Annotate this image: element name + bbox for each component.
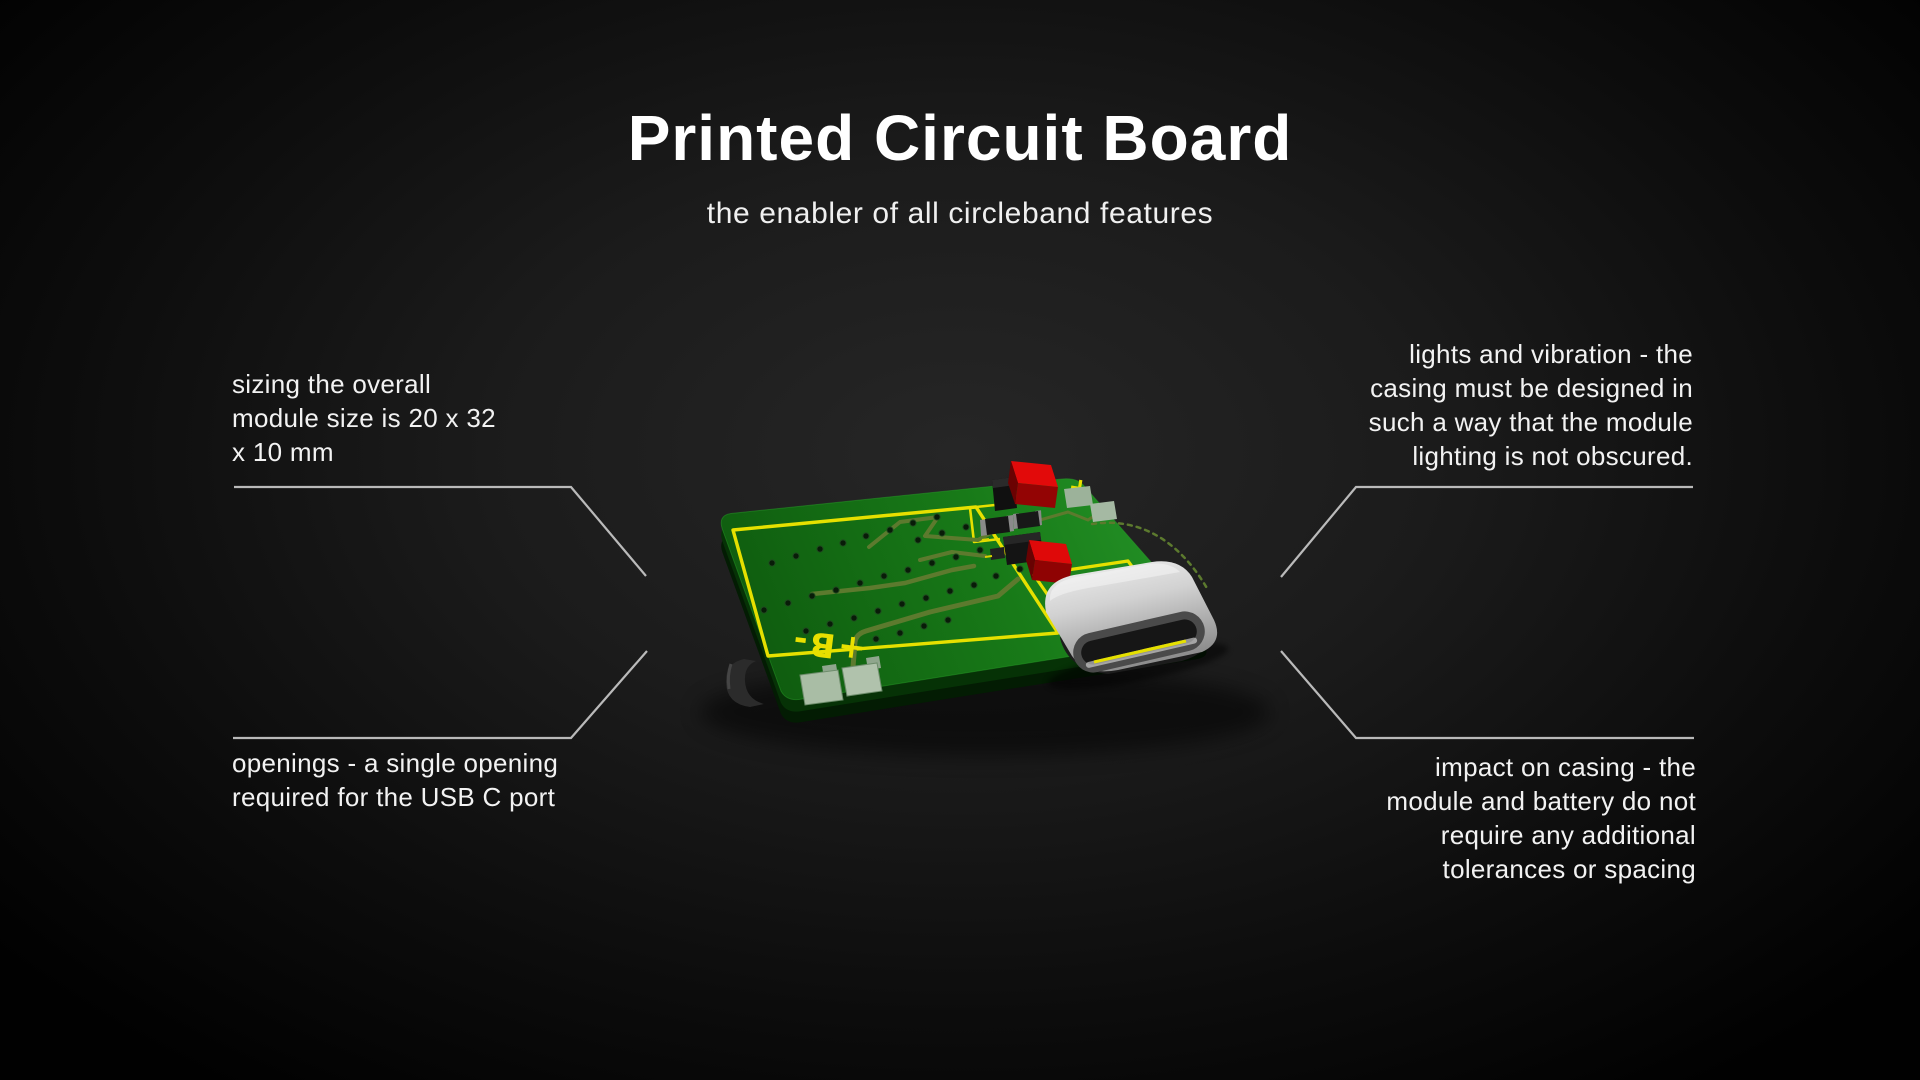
leader-line-top-right: [1280, 485, 1693, 578]
via-dot: [922, 594, 930, 602]
via-dot: [909, 519, 917, 527]
via-dot: [808, 592, 816, 600]
battery-pad-1: [799, 669, 844, 706]
annotation-lights-vibration: lights and vibration - the casing must b…: [1368, 339, 1693, 471]
silkscreen-usb-front: [1093, 639, 1187, 664]
leader-line-bottom-right: [1280, 650, 1694, 740]
annotation-impact-casing: impact on casing - the module and batter…: [1386, 752, 1696, 884]
via-dot: [904, 566, 912, 574]
via-dot: [802, 627, 810, 635]
ref-mark: [981, 538, 990, 541]
pcb-render: +B- +: [700, 461, 1270, 756]
battery-pad-2: [841, 662, 883, 697]
slide-subtitle: the enabler of all circleband features: [706, 197, 1214, 230]
usb-port-opening: [1081, 619, 1197, 665]
ref-mark: [984, 555, 993, 558]
smd-chip: [990, 547, 1005, 560]
via-dot: [839, 539, 847, 547]
tactile-switch-2: [1003, 532, 1072, 584]
pcb-chips: [980, 510, 1042, 560]
leader-line-top-left: [234, 485, 647, 577]
via-dot: [856, 579, 864, 587]
silkscreen-trace-2: [968, 507, 1001, 544]
via-dot: [933, 513, 941, 521]
via-dot: [848, 642, 856, 650]
via-dot: [792, 552, 800, 560]
via-dot: [928, 559, 936, 567]
via-dot: [886, 526, 894, 534]
via-dot: [938, 529, 946, 537]
switch-cap-top: [1011, 461, 1058, 487]
via-dot: [826, 620, 834, 628]
via-dot: [874, 607, 882, 615]
via-dot: [992, 572, 1000, 580]
via-dot: [976, 546, 984, 554]
smd-chip: [985, 516, 1010, 535]
trace: [867, 515, 1002, 549]
switch-cap-front: [1015, 483, 1058, 508]
silkscreen-main-outline: [731, 505, 1060, 658]
annotation-openings: openings - a single opening required for…: [232, 748, 559, 812]
via-dot: [816, 545, 824, 553]
via-dot: [952, 553, 960, 561]
via-dot: [946, 587, 954, 595]
trace-dotted: [1090, 521, 1210, 592]
trace: [809, 563, 977, 597]
pcb-polarity-label: +B-: [788, 622, 868, 670]
leader-line-bottom-left: [233, 650, 648, 740]
pad: [1064, 486, 1093, 508]
via-dot: [760, 606, 768, 614]
battery-pads: [799, 656, 883, 706]
annotation-sizing: sizing the overall module size is 20 x 3…: [232, 369, 496, 467]
pcb-strap: [725, 659, 764, 707]
via-dot: [920, 622, 928, 630]
via-dot: [784, 599, 792, 607]
pcb-vias: [760, 513, 1116, 650]
leader-lines: [233, 485, 1694, 740]
via-dot: [914, 536, 922, 544]
via-dot: [1016, 565, 1024, 573]
connector-pads-top-right: [1064, 486, 1117, 522]
usb-c-connector: [1045, 561, 1229, 689]
switch-cap-side: [1008, 461, 1018, 504]
trace: [918, 550, 987, 562]
via-dot: [832, 586, 840, 594]
switch-base-top: [1003, 532, 1041, 545]
via-dot: [944, 616, 952, 624]
via-dot: [768, 559, 776, 567]
switch-cap-top: [1029, 540, 1072, 564]
switch-cap-front: [1032, 560, 1072, 584]
trace: [850, 576, 1021, 670]
via-dot: [896, 629, 904, 637]
tactile-switch-1: [992, 461, 1058, 511]
via-dot: [880, 572, 888, 580]
slide-title: Printed Circuit Board: [627, 102, 1293, 174]
via-dot: [962, 523, 970, 531]
via-dot: [898, 600, 906, 608]
via-dot: [850, 614, 858, 622]
via-dot: [862, 532, 870, 540]
switch-cap-side: [1026, 540, 1035, 580]
usb-shell-sheen: [1049, 563, 1180, 601]
smd-chip: [1016, 511, 1040, 529]
via-dot: [970, 581, 978, 589]
via-dot: [872, 635, 880, 643]
pad: [1090, 501, 1117, 522]
